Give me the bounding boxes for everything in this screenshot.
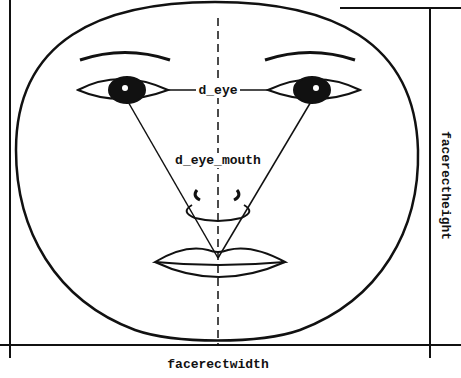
rect-right	[429, 8, 431, 358]
nostril	[195, 190, 200, 200]
eye-mouth-line	[127, 100, 218, 258]
eyebrow	[80, 53, 170, 61]
rect-bottom	[0, 344, 461, 346]
dimension-label: facerectheight	[439, 128, 454, 241]
pupil-highlight	[313, 85, 319, 91]
distance-label: d_eye	[196, 83, 239, 98]
dimension-label: facerectwidth	[165, 357, 270, 372]
lower-lip	[155, 262, 285, 277]
eyebrow	[265, 53, 355, 61]
iris	[109, 77, 145, 103]
nose	[187, 205, 250, 221]
iris	[294, 77, 330, 103]
eye-mouth-line	[218, 100, 312, 258]
distance-label: d_eye_mouth	[173, 153, 263, 168]
nostril	[234, 190, 239, 200]
rect-left	[9, 0, 11, 358]
pupil-highlight	[122, 85, 128, 91]
face-outline	[16, 2, 418, 341]
upper-lip	[155, 249, 285, 266]
rect-top	[340, 7, 461, 9]
center-line	[217, 18, 219, 345]
